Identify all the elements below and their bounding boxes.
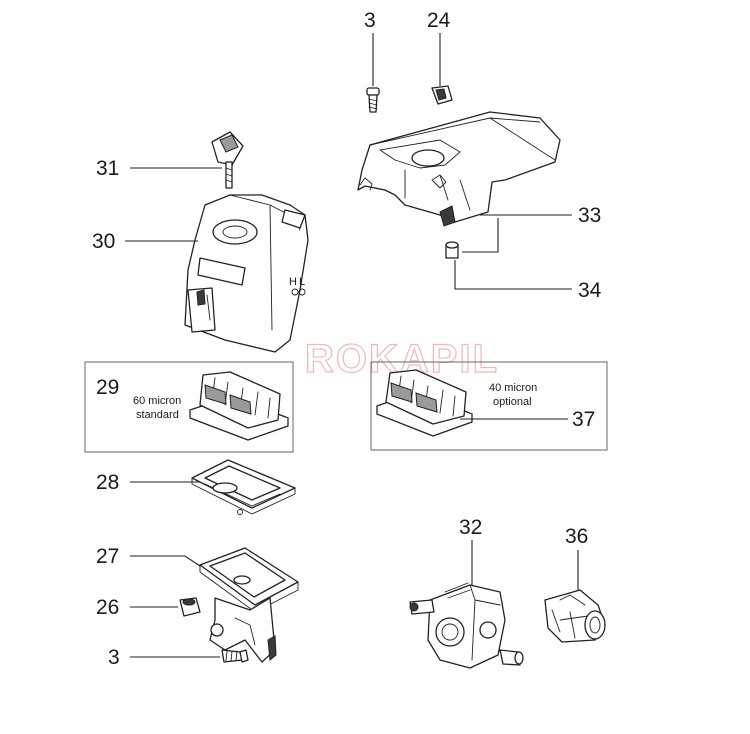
part-24-clip-nut <box>431 85 453 105</box>
part-29-air-filter-60-micron <box>189 371 289 441</box>
note-standard-line1: 60 micron <box>133 395 181 407</box>
part-37-air-filter-40-micron <box>376 369 473 437</box>
note-optional-line1: 40 micron <box>489 382 537 394</box>
note-standard-line2: standard <box>136 409 179 421</box>
box-filter-standard <box>84 361 294 453</box>
callout-32: 32 <box>459 516 482 539</box>
cover-marking-h: H <box>289 276 297 288</box>
callout-36: 36 <box>565 525 588 548</box>
part-3-screw-top <box>366 87 380 113</box>
callout-37: 37 <box>572 408 595 431</box>
callout-3-top: 3 <box>364 9 376 32</box>
note-optional-line2: optional <box>493 396 532 408</box>
callout-3-bottom: 3 <box>108 646 120 669</box>
box-filter-optional <box>370 361 608 451</box>
part-27-filter-base <box>199 547 299 663</box>
leader-34 <box>454 260 572 290</box>
callout-33: 33 <box>578 204 601 227</box>
callout-34: 34 <box>578 279 602 302</box>
callout-29: 29 <box>96 376 119 399</box>
part-33-top-cover <box>357 111 561 227</box>
callout-28: 28 <box>96 471 119 494</box>
part-28-gasket <box>191 459 296 515</box>
callout-26: 26 <box>96 596 119 619</box>
part-3-screw-bottom <box>221 649 249 663</box>
part-32-carburetor <box>409 582 524 669</box>
callout-31: 31 <box>96 157 119 180</box>
leader-27 <box>130 555 201 567</box>
callout-24: 24 <box>427 9 451 32</box>
part-34-bushing <box>445 241 459 259</box>
cover-marking-l: L <box>299 276 305 288</box>
part-30-filter-cover: H L <box>184 194 309 353</box>
callout-27: 27 <box>96 545 119 568</box>
leader-33-b <box>462 218 499 253</box>
part-31-knob-screw <box>211 131 244 189</box>
callout-30: 30 <box>92 230 115 253</box>
part-36-intake-boot <box>544 589 606 643</box>
part-26-plug <box>179 597 201 617</box>
